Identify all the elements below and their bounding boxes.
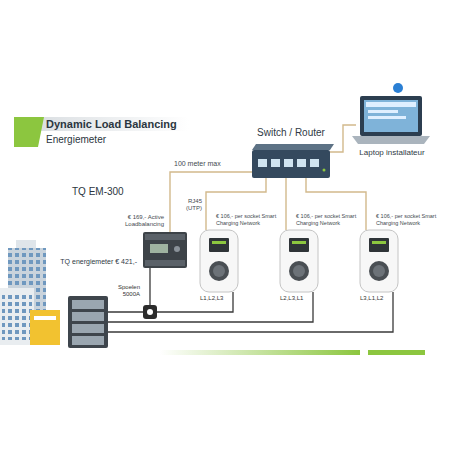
charging-station: € 106,- per socket Smart Charging Networ… bbox=[200, 230, 238, 292]
charger-socket-inner bbox=[373, 265, 385, 277]
panel-drawer bbox=[72, 312, 104, 321]
building-block bbox=[0, 288, 34, 345]
device-label: € 169,- Active Loadbalancing bbox=[114, 214, 164, 228]
accent-bar bbox=[368, 350, 425, 355]
device-label: € 106,- per socket Smart Charging Networ… bbox=[296, 213, 360, 226]
device-note: L3,L1,L2 bbox=[360, 295, 383, 302]
meter-terminals bbox=[145, 260, 185, 266]
charger-screen bbox=[369, 238, 389, 252]
building-stripe bbox=[34, 316, 56, 320]
device-note: TQ energiemeter € 421,- bbox=[60, 258, 137, 266]
energy-meter bbox=[143, 232, 187, 268]
sensor-wire bbox=[149, 268, 150, 305]
panel-drawer bbox=[72, 336, 104, 345]
device-label: Switch / Router bbox=[257, 127, 325, 139]
building-roof bbox=[16, 240, 36, 249]
laptop-display bbox=[364, 100, 418, 132]
clamp-hole bbox=[147, 309, 153, 315]
device-name: TQ EM-300 bbox=[72, 186, 124, 198]
charger-screen bbox=[209, 238, 229, 252]
charger-body bbox=[360, 230, 398, 292]
laptop-window bbox=[368, 110, 398, 113]
distribution-panel bbox=[68, 296, 108, 348]
cable-label: 100 meter max bbox=[174, 160, 221, 168]
charger-body bbox=[200, 230, 238, 292]
switch-top bbox=[252, 144, 334, 150]
service-icon bbox=[393, 83, 403, 93]
charging-station: € 106,- per socket Smart Charging Networ… bbox=[280, 230, 318, 292]
diagram-title: Dynamic Load Balancing bbox=[46, 118, 177, 131]
switch-port bbox=[284, 159, 293, 167]
charger-status bbox=[292, 241, 306, 244]
charging-station: € 106,- per socket Smart Charging Networ… bbox=[360, 230, 398, 292]
title-accent bbox=[14, 117, 44, 147]
device-label: € 106,- per socket Smart Charging Networ… bbox=[376, 213, 440, 226]
switch-router: Switch / Router bbox=[252, 144, 330, 178]
switch-port bbox=[258, 159, 267, 167]
charger-screen bbox=[289, 238, 309, 252]
part-label: Spoelen 5000A bbox=[110, 284, 140, 298]
switch-port bbox=[271, 159, 280, 167]
charger-socket bbox=[289, 261, 309, 281]
switch-port bbox=[297, 159, 306, 167]
charger-body bbox=[280, 230, 318, 292]
switch-port bbox=[310, 159, 319, 167]
accent-bar bbox=[160, 350, 360, 355]
network-cable bbox=[285, 178, 286, 230]
subtitle: Energiemeter bbox=[46, 134, 106, 146]
charger-status bbox=[212, 241, 226, 244]
switch-body bbox=[252, 150, 330, 178]
network-cable bbox=[330, 125, 356, 152]
device-note: L1,L2,L3 bbox=[200, 295, 223, 302]
laptop: Laptop installateur bbox=[356, 96, 428, 144]
building-annex bbox=[30, 310, 60, 345]
panel-drawer bbox=[72, 324, 104, 333]
charger-socket-inner bbox=[213, 265, 225, 277]
device-label: € 106,- per socket Smart Charging Networ… bbox=[216, 213, 280, 226]
power-wire bbox=[108, 292, 393, 332]
meter-button bbox=[174, 246, 180, 252]
laptop-base bbox=[352, 136, 430, 144]
device-note: L2,L3,L1 bbox=[280, 295, 303, 302]
charger-socket-inner bbox=[293, 265, 305, 277]
laptop-window bbox=[366, 102, 416, 107]
energy-meter: € 169,- Active LoadbalancingTQ energieme… bbox=[143, 232, 187, 268]
laptop-window bbox=[368, 116, 406, 119]
cable-label: RJ45 (UTP) bbox=[176, 198, 202, 212]
current-clamp bbox=[143, 305, 157, 319]
charger-socket bbox=[369, 261, 389, 281]
device-label: Laptop installateur bbox=[359, 148, 424, 157]
meter-terminals bbox=[145, 234, 185, 240]
laptop-screen bbox=[360, 96, 422, 136]
charger-status bbox=[372, 241, 386, 244]
panel-drawer bbox=[72, 300, 104, 309]
meter-display bbox=[150, 244, 168, 253]
building-windows bbox=[2, 294, 32, 340]
switch-led bbox=[323, 169, 326, 172]
charger-socket bbox=[209, 261, 229, 281]
